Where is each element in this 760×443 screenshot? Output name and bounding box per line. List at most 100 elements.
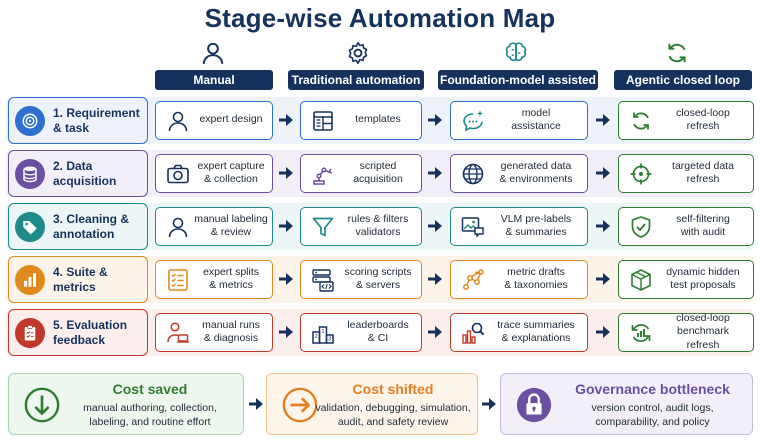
cell-templates: templates <box>300 101 422 140</box>
cell-text: trace summaries& explanations <box>497 318 575 344</box>
network-graph-icon <box>463 269 484 290</box>
governance-title: Governance bottleneck <box>575 381 730 397</box>
robot-arm-icon <box>313 167 333 185</box>
row-badge <box>15 265 45 295</box>
template-icon <box>313 111 333 131</box>
governance-description: version control, audit logs,comparabilit… <box>591 402 714 428</box>
target-icon <box>22 113 38 129</box>
row-title: 3. Cleaning &annotation <box>53 212 130 241</box>
row-label-cleaning: 3. Cleaning &annotation <box>8 203 148 250</box>
cell-manual-runs: manual runs& diagnosis <box>155 313 273 352</box>
right-arrow-icon <box>282 387 318 423</box>
cost-shifted-box: Cost shifted validation, debugging, simu… <box>266 373 478 435</box>
cycle-icon <box>668 43 686 63</box>
refresh-chart-icon <box>631 324 651 342</box>
cell-text: expert design <box>199 113 263 126</box>
flow-arrow <box>428 114 442 126</box>
cell-text: VLM pre-labels& summaries <box>500 212 572 238</box>
cost-shifted-title: Cost shifted <box>352 381 434 397</box>
flow-arrow <box>596 167 610 179</box>
column-header-traditional: Traditional automation <box>288 70 424 90</box>
person-icon <box>168 111 188 132</box>
cell-text: expert splits& metrics <box>202 265 260 291</box>
flow-arrow <box>428 326 442 338</box>
brain-icon <box>505 42 527 62</box>
camera-icon <box>167 164 189 184</box>
gear-icon <box>348 41 368 65</box>
cell-text: manual runs& diagnosis <box>202 318 260 344</box>
cell-text: metric drafts& taxonomies <box>504 265 568 291</box>
person-laptop-icon <box>167 322 189 343</box>
bottom-flow-arrow <box>249 398 263 410</box>
row-badge <box>15 318 45 348</box>
column-header-manual: Manual <box>155 70 273 90</box>
flow-arrow <box>596 114 610 126</box>
cell-text: generated data& environments <box>499 159 573 185</box>
box-icon <box>631 269 651 291</box>
cell-trace-summaries: trace summaries& explanations <box>450 313 588 352</box>
bar-chart-icon <box>24 273 36 287</box>
governance-box: Governance bottleneck version control, a… <box>500 373 753 435</box>
row-label-suite: 4. Suite &metrics <box>8 256 148 303</box>
person-icon <box>202 42 224 64</box>
row-badge <box>15 212 45 242</box>
database-icon <box>23 166 37 183</box>
crosshair-icon <box>630 163 652 185</box>
cell-vlm-prelabels: VLM pre-labels& summaries <box>450 207 588 246</box>
cell-generated-data: generated data& environments <box>450 154 588 193</box>
svg-text:3: 3 <box>328 337 331 343</box>
page-title: Stage-wise Automation Map <box>204 3 556 33</box>
globe-icon <box>462 163 484 185</box>
cell-text: leaderboards& CI <box>347 318 409 344</box>
person-icon <box>168 217 188 238</box>
cell-manual-labeling: manual labeling& review <box>155 207 273 246</box>
cost-saved-title: Cost saved <box>112 381 188 397</box>
podium-icon: 1 2 3 <box>312 326 334 344</box>
flow-arrow <box>279 220 293 232</box>
flow-arrow <box>596 326 610 338</box>
tag-icon <box>23 221 37 235</box>
down-arrow-icon <box>24 387 60 423</box>
column-header-foundation: Foundation-model assisted <box>438 70 598 90</box>
row-badge <box>15 159 45 189</box>
row-label-requirement: 1. Requirement& task <box>8 97 148 144</box>
column-header-agentic: Agentic closed loop <box>614 70 752 90</box>
cell-expert-capture: expert capture& collection <box>155 154 273 193</box>
lock-icon <box>516 387 552 423</box>
chat-sparkle-icon <box>463 110 483 132</box>
shield-check-icon <box>631 216 651 238</box>
cell-scoring-scripts: scoring scripts& servers <box>300 260 422 299</box>
checklist-icon <box>168 269 188 291</box>
cell-expert-splits: expert splits& metrics <box>155 260 273 299</box>
flow-arrow <box>279 326 293 338</box>
cost-saved-description: manual authoring, collection,labeling, a… <box>83 402 217 428</box>
refresh-icon <box>633 112 649 130</box>
filter-icon <box>312 217 334 237</box>
image-chat-icon <box>461 217 484 238</box>
flow-arrow <box>279 114 293 126</box>
flow-arrow <box>428 273 442 285</box>
flow-arrow <box>428 167 442 179</box>
svg-text:2: 2 <box>315 334 318 340</box>
cell-text: manual labeling& review <box>194 212 268 238</box>
cell-text: templates <box>355 113 401 126</box>
flow-arrow <box>596 273 610 285</box>
flow-arrow <box>596 220 610 232</box>
cost-saved-box: Cost saved manual authoring, collection,… <box>8 373 244 435</box>
